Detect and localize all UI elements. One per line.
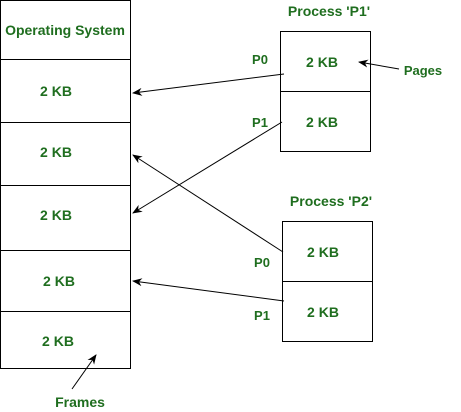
memory-frame-2 (0, 122, 131, 186)
arrow-pages-annotation (358, 59, 400, 70)
pages-annotation: Pages (404, 63, 442, 78)
p1-page-0 (280, 31, 371, 92)
p2-page-1 (282, 281, 373, 342)
frame-5-label: 2 KB (42, 333, 74, 349)
process-p1-title: Process 'P1' (288, 3, 370, 19)
frame-1-label: 2 KB (40, 83, 72, 99)
memory-frame-4 (0, 250, 131, 312)
frame-4-label: 2 KB (43, 273, 75, 289)
mapping-arrows (71, 59, 400, 390)
memory-frame-5 (0, 311, 131, 369)
frame-3-label: 2 KB (40, 207, 72, 223)
os-frame (0, 0, 131, 60)
memory-frame-3 (0, 185, 131, 251)
p2-page-0 (282, 221, 373, 282)
p2-page-1-id: P1 (254, 308, 270, 323)
frame-2-label: 2 KB (40, 144, 72, 160)
process-p1: Process 'P1' 2 KB 2 KB P0 P1 (252, 3, 371, 152)
p2-page-1-size: 2 KB (307, 304, 339, 320)
arrow-p2-page1-to-frame4 (132, 278, 285, 302)
p2-page-0-size: 2 KB (307, 244, 339, 260)
memory-frame-1 (0, 59, 131, 123)
process-p2: Process 'P2' 2 KB 2 KB P0 P1 (254, 193, 373, 342)
p1-page-1 (280, 91, 371, 152)
p2-page-0-id: P0 (254, 255, 270, 270)
process-p2-title: Process 'P2' (290, 193, 372, 209)
p1-page-1-size: 2 KB (306, 114, 338, 130)
p1-page-0-size: 2 KB (306, 54, 338, 70)
arrow-p1-page1-to-frame3 (132, 121, 283, 214)
arrow-frames-annotation (71, 354, 97, 390)
os-label: Operating System (5, 22, 125, 38)
main-memory: Operating System 2 KB 2 KB 2 KB 2 KB 2 K… (0, 0, 131, 369)
p1-page-1-id: P1 (252, 115, 268, 130)
p1-page-0-id: P0 (252, 52, 268, 67)
arrow-p1-page0-to-frame1 (132, 73, 285, 96)
arrow-p2-page0-to-frame2 (132, 154, 284, 253)
frames-annotation: Frames (55, 394, 105, 410)
